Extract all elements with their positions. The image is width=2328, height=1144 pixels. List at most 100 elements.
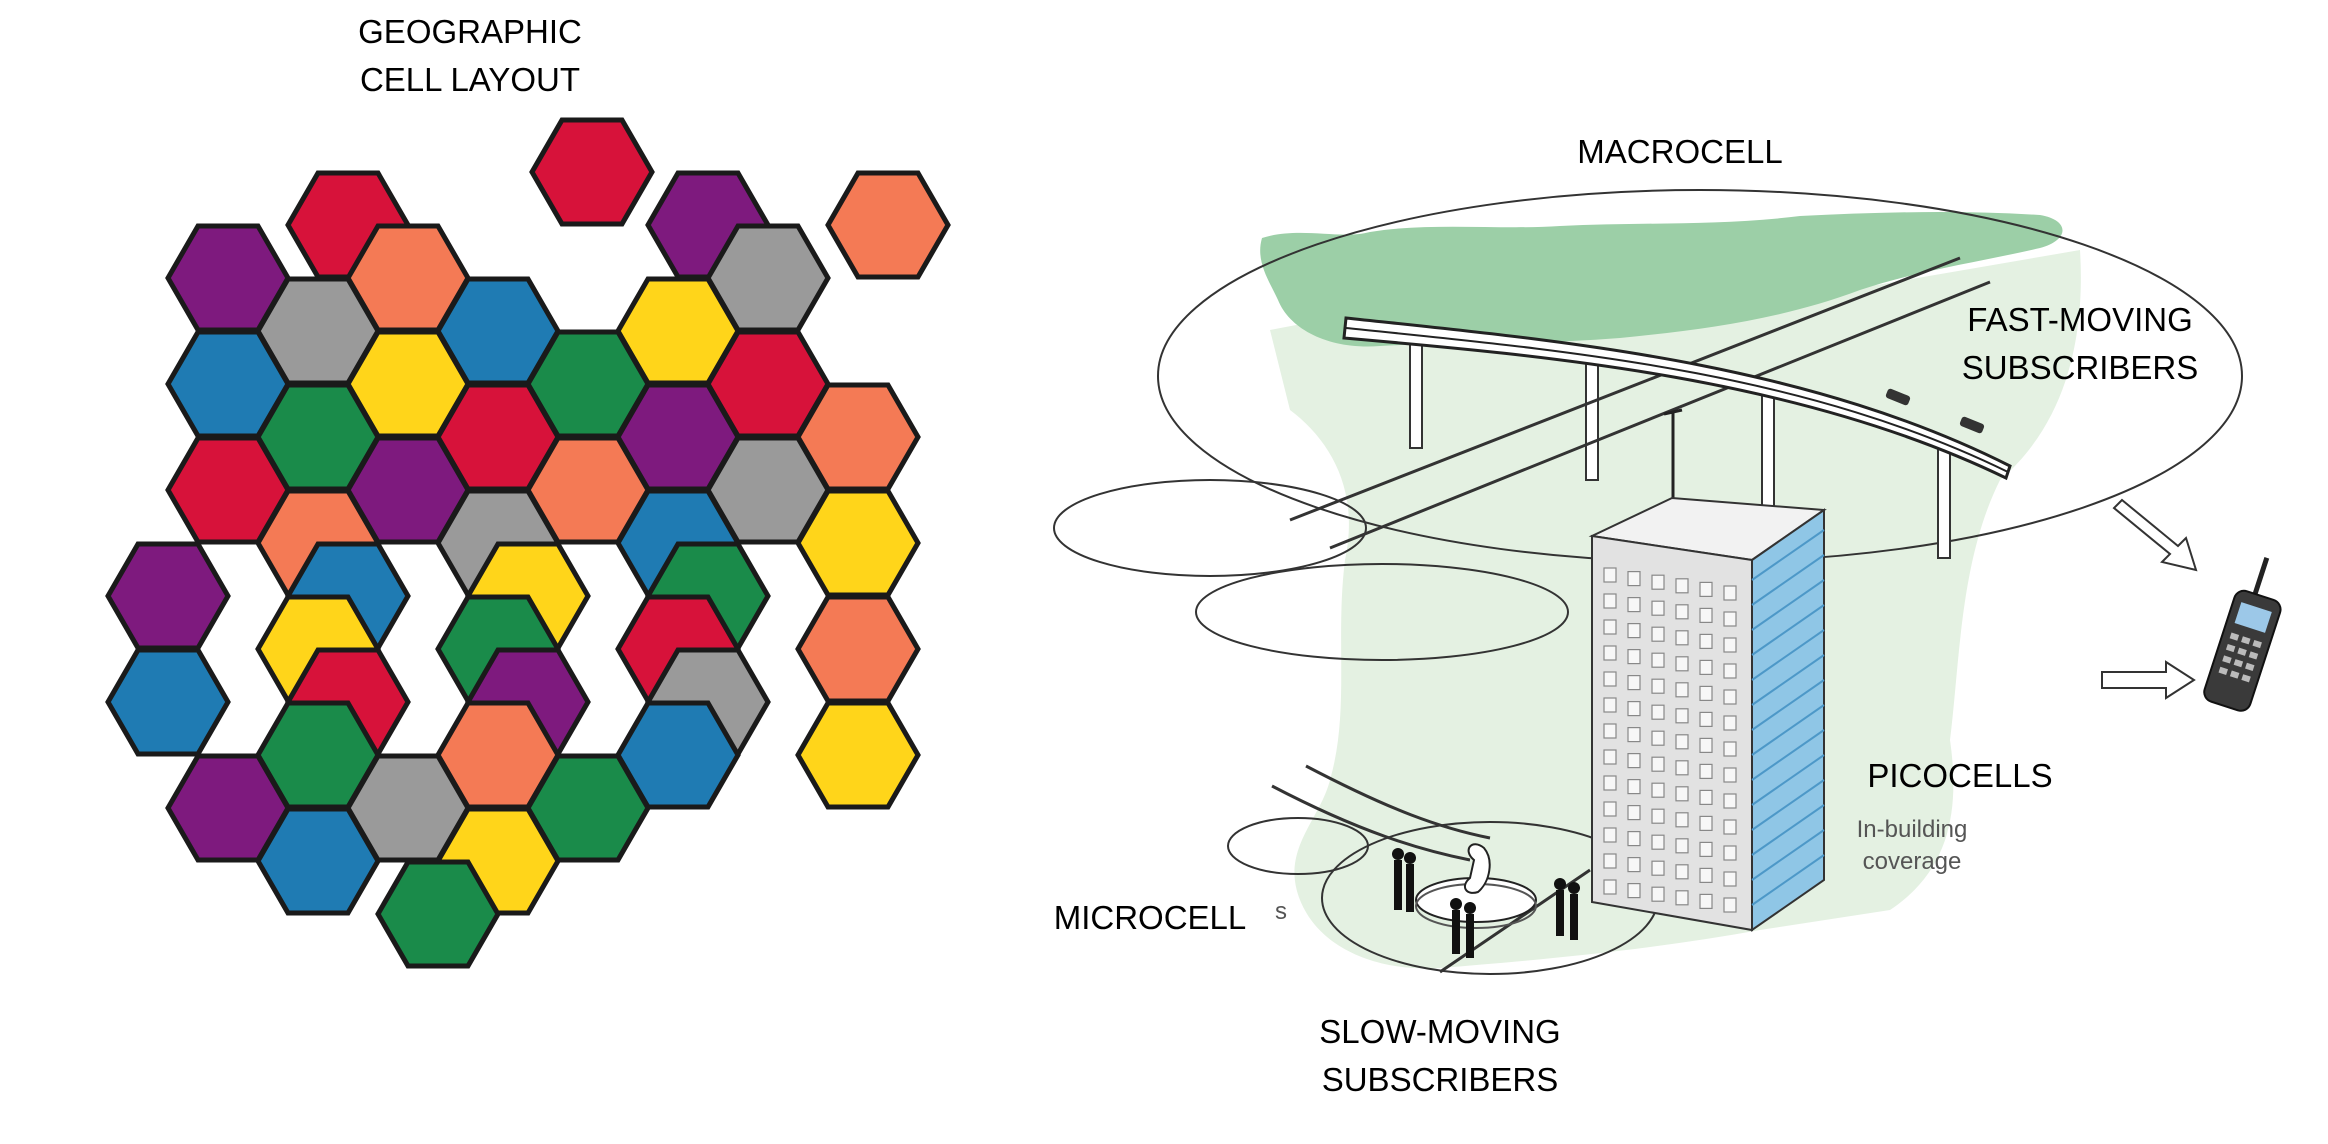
microcell-ellipse-2	[1195, 563, 1569, 661]
cell-layout-title-line2: CELL LAYOUT	[359, 61, 581, 98]
building-window	[1603, 567, 1617, 583]
in-building-label-line2: coverage	[1862, 848, 1962, 875]
building-window	[1675, 708, 1689, 724]
building-window	[1723, 845, 1737, 861]
microcell-label: MICROCELL	[1053, 899, 1247, 936]
building-glass-line	[1751, 779, 1825, 831]
building-glass-line	[1751, 754, 1825, 806]
building-window	[1651, 860, 1665, 876]
hex-cell-orange	[825, 170, 951, 280]
building-window	[1723, 897, 1737, 913]
diagonal-road	[1289, 256, 1991, 550]
building-window	[1675, 578, 1689, 594]
building-glass-line	[1751, 679, 1825, 731]
building-window	[1627, 804, 1641, 821]
building-window	[1699, 815, 1713, 832]
building-window	[1627, 856, 1641, 873]
building-window	[1699, 893, 1713, 910]
building-window	[1723, 585, 1737, 601]
building-window	[1603, 749, 1617, 765]
hex-cell-blue	[255, 806, 381, 916]
building-window	[1723, 741, 1737, 757]
office-building	[1588, 496, 1827, 932]
car-icons	[1885, 388, 1985, 434]
building-window	[1723, 689, 1737, 705]
building-window	[1603, 697, 1617, 713]
building-window	[1651, 652, 1665, 668]
building-window	[1627, 778, 1641, 795]
building-window	[1651, 678, 1665, 694]
building-window	[1627, 700, 1641, 717]
building-window	[1723, 637, 1737, 653]
building-window	[1723, 819, 1737, 835]
building-window	[1699, 737, 1713, 754]
building-window	[1723, 871, 1737, 887]
building-glass-line	[1751, 704, 1825, 756]
building-window	[1651, 600, 1665, 616]
building-window	[1603, 671, 1617, 687]
building-window	[1651, 756, 1665, 772]
fast-moving-label-line1: FAST-MOVING	[1967, 301, 2193, 338]
building-glass-line	[1751, 829, 1825, 881]
building-window	[1675, 734, 1689, 750]
building-window	[1627, 622, 1641, 639]
terrain-dark	[1260, 212, 2063, 347]
fast-moving-label-line2: SUBSCRIBERS	[1961, 349, 2199, 386]
building-window	[1651, 886, 1665, 902]
building-window	[1699, 607, 1713, 624]
building-window	[1603, 645, 1617, 661]
building-window	[1699, 659, 1713, 676]
building-glass-line	[1751, 604, 1825, 656]
in-building-label-line1: In-building	[1856, 816, 1968, 843]
building-window	[1675, 682, 1689, 698]
building-window	[1675, 812, 1689, 828]
building-window	[1627, 752, 1641, 769]
building-window	[1627, 596, 1641, 613]
building-window	[1699, 867, 1713, 884]
building-window	[1675, 890, 1689, 906]
plaza-sculpture	[1463, 843, 1491, 894]
building-glass-line	[1751, 529, 1825, 581]
building-window	[1603, 723, 1617, 739]
building-window	[1675, 604, 1689, 620]
building-window	[1675, 656, 1689, 672]
microcell-ellipse-1	[1053, 479, 1367, 577]
building-glass-line	[1751, 729, 1825, 781]
building-window	[1675, 864, 1689, 880]
picocells-label: PICOCELLS	[1867, 757, 2053, 794]
building-window	[1699, 711, 1713, 728]
building-window	[1699, 633, 1713, 650]
building-window	[1627, 674, 1641, 691]
building-glass-line	[1751, 654, 1825, 706]
building-glass-line	[1751, 579, 1825, 631]
building-window	[1627, 830, 1641, 847]
building-window	[1651, 626, 1665, 642]
hex-cell-red	[529, 117, 655, 227]
cell-layout-title-line1: GEOGRAPHIC	[358, 13, 582, 50]
building-window	[1651, 782, 1665, 798]
building-window	[1603, 593, 1617, 609]
building-window	[1651, 704, 1665, 720]
building-window	[1723, 611, 1737, 627]
mobile-phone-icon	[2203, 557, 2282, 712]
building-window	[1675, 838, 1689, 854]
building-window	[1699, 763, 1713, 780]
building-window	[1603, 879, 1617, 895]
building-window	[1603, 827, 1617, 843]
hex-cell-green	[375, 859, 501, 969]
building-window	[1651, 808, 1665, 824]
building-window	[1603, 775, 1617, 791]
hex-cell-blue	[105, 647, 231, 757]
building-window	[1627, 648, 1641, 665]
arrow-icons	[2101, 498, 2198, 700]
building-glass-line	[1751, 629, 1825, 681]
building-glass-line	[1751, 854, 1825, 906]
building-window	[1603, 619, 1617, 635]
building-window	[1675, 630, 1689, 646]
building-window	[1675, 760, 1689, 776]
building-window	[1627, 882, 1641, 899]
slow-moving-label-line1: SLOW-MOVING	[1319, 1013, 1561, 1050]
building-window	[1723, 663, 1737, 679]
building-window	[1675, 786, 1689, 802]
